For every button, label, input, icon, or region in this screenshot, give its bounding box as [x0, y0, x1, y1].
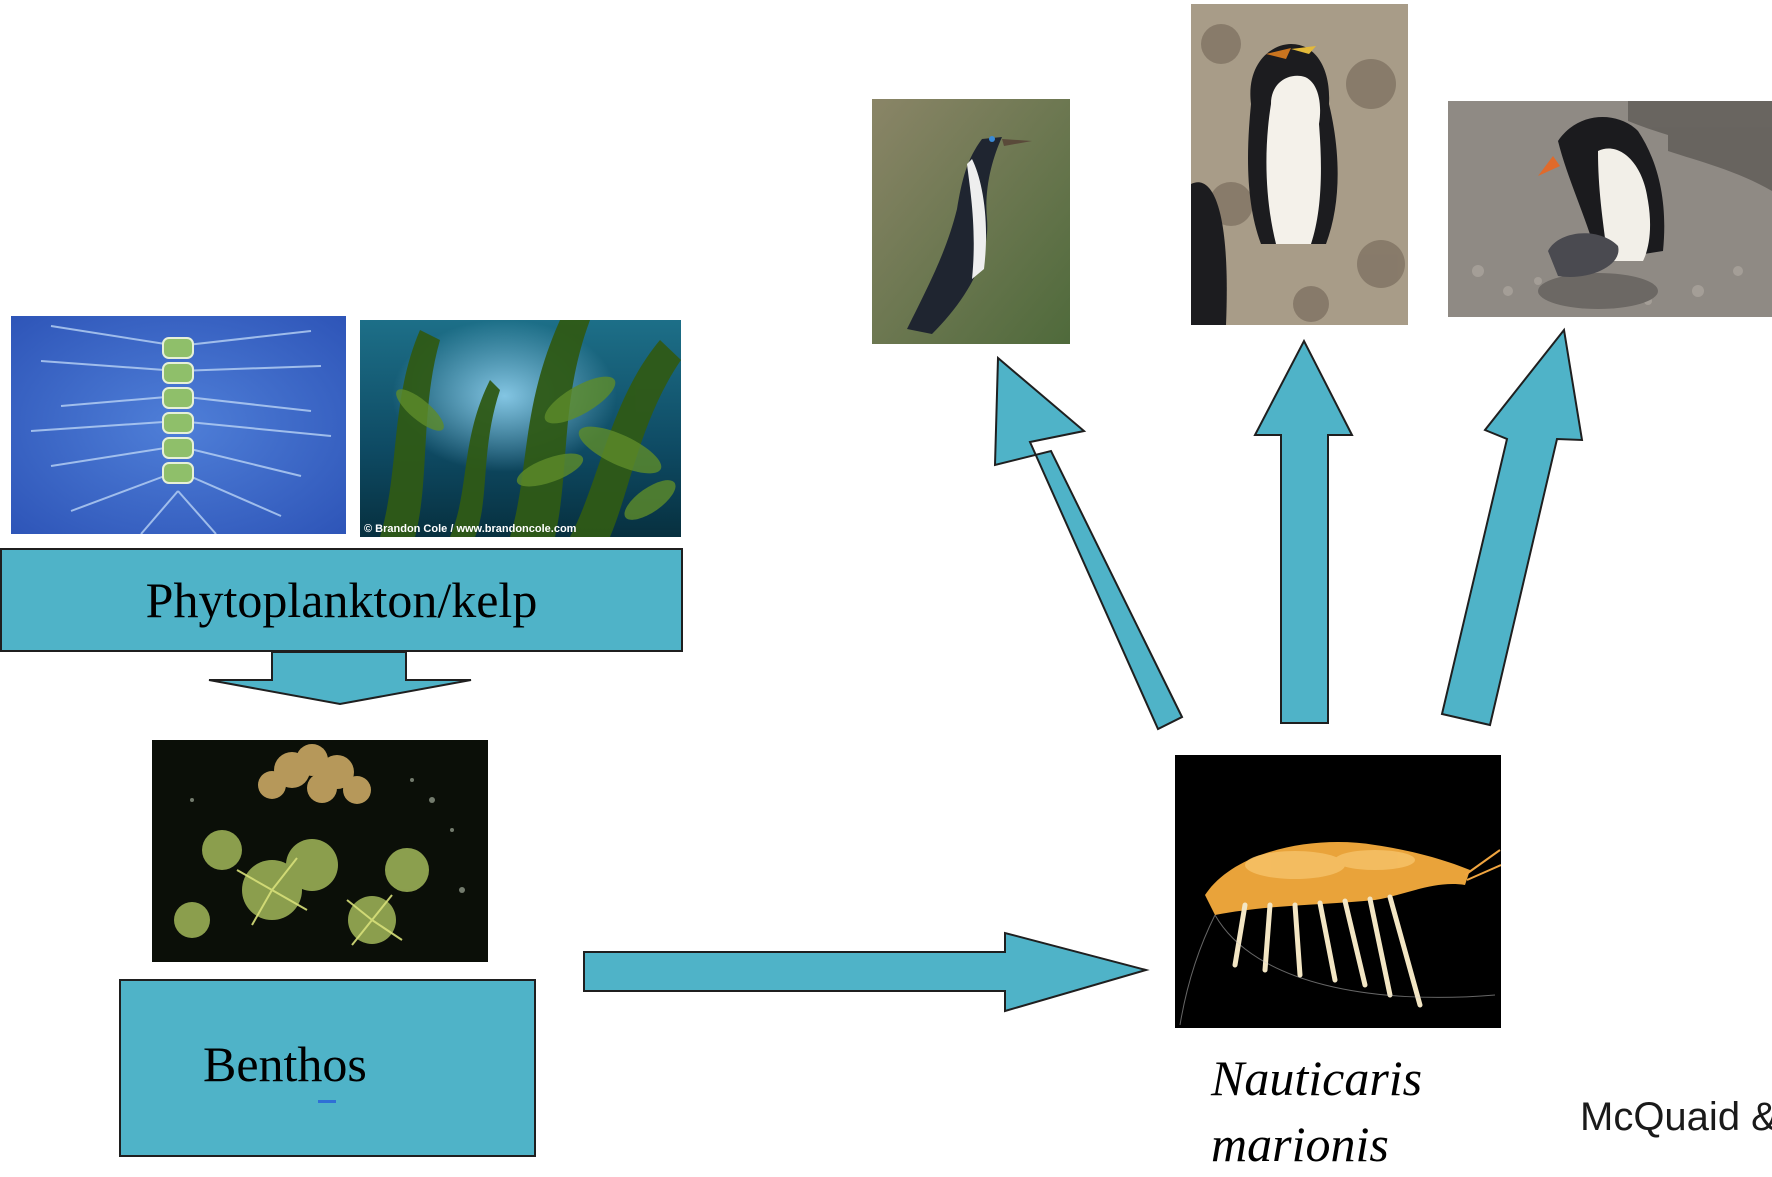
nauticaris-to-macaroni-arrow: [1255, 341, 1352, 723]
species-name-line2: marionis: [1211, 1111, 1422, 1177]
citation-text: McQuaid &: [1580, 1095, 1772, 1140]
species-name-line1: Nauticaris: [1211, 1045, 1422, 1111]
nauticaris-to-gentoo-arrow: [1442, 330, 1582, 725]
benthos-to-nauticaris-arrow: [584, 933, 1146, 1011]
nauticaris-to-cormorant-arrow: [995, 358, 1182, 729]
species-name: Nauticaris marionis: [1211, 1045, 1422, 1177]
producers-to-benthos-arrow: [209, 652, 471, 704]
